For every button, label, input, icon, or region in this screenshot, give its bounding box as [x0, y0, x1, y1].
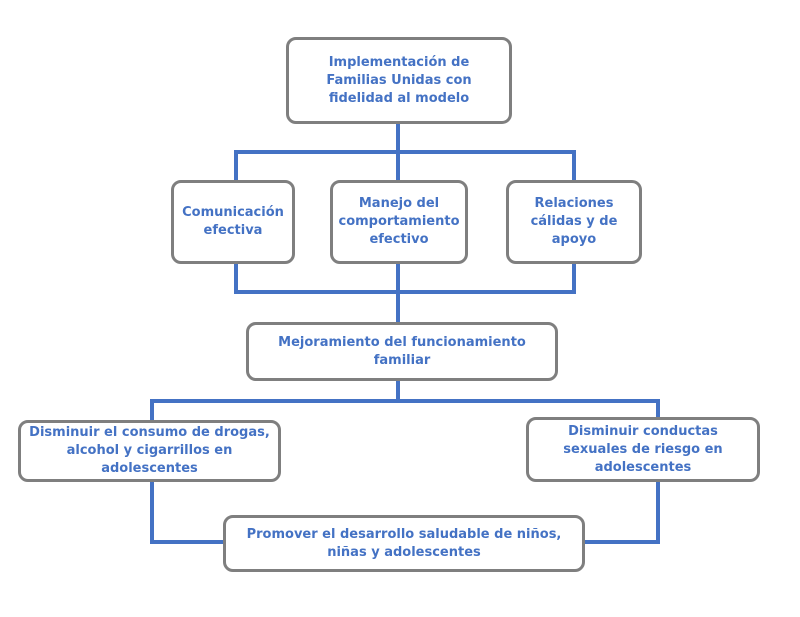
warm-relations-box: Relaciones cálidas y de apoyo [506, 180, 642, 264]
connector-top-to-middle-row [234, 150, 576, 182]
warm-relations-text: Relaciones cálidas y de apoyo [530, 196, 618, 247]
connector-sexual-risk-to-development [583, 480, 660, 544]
reduce-drugs-box: Disminuir el consumo de drogas, alcohol … [18, 420, 281, 482]
connector-middle-row-to-functioning [234, 262, 576, 294]
reduce-sexual-risk-text: Disminuir conductas sexuales de riesgo e… [563, 423, 723, 475]
healthy-development-text: Promover el desarrollo saludable de niño… [246, 526, 562, 560]
reduce-drugs-text: Disminuir el consumo de drogas, alcohol … [29, 425, 270, 476]
communication-box: Comunicación efectiva [171, 180, 295, 264]
family-functioning-box: Mejoramiento del funcionamiento familiar [246, 322, 558, 381]
implementation-text: Implementación de Familias Unidas con fi… [326, 54, 472, 106]
reduce-sexual-risk-box: Disminuir conductas sexuales de riesgo e… [526, 417, 760, 482]
behavior-management-text: Manejo del comportamiento efectivo [338, 196, 460, 247]
family-functioning-text: Mejoramiento del funcionamiento familiar [278, 334, 526, 368]
behavior-management-box: Manejo del comportamiento efectivo [330, 180, 468, 264]
connector-functioning-to-outcomes [150, 399, 660, 422]
implementation-box: Implementación de Familias Unidas con fi… [286, 37, 512, 124]
connector-drugs-to-development [150, 480, 225, 544]
healthy-development-box: Promover el desarrollo saludable de niño… [223, 515, 585, 572]
communication-text: Comunicación efectiva [182, 205, 284, 238]
